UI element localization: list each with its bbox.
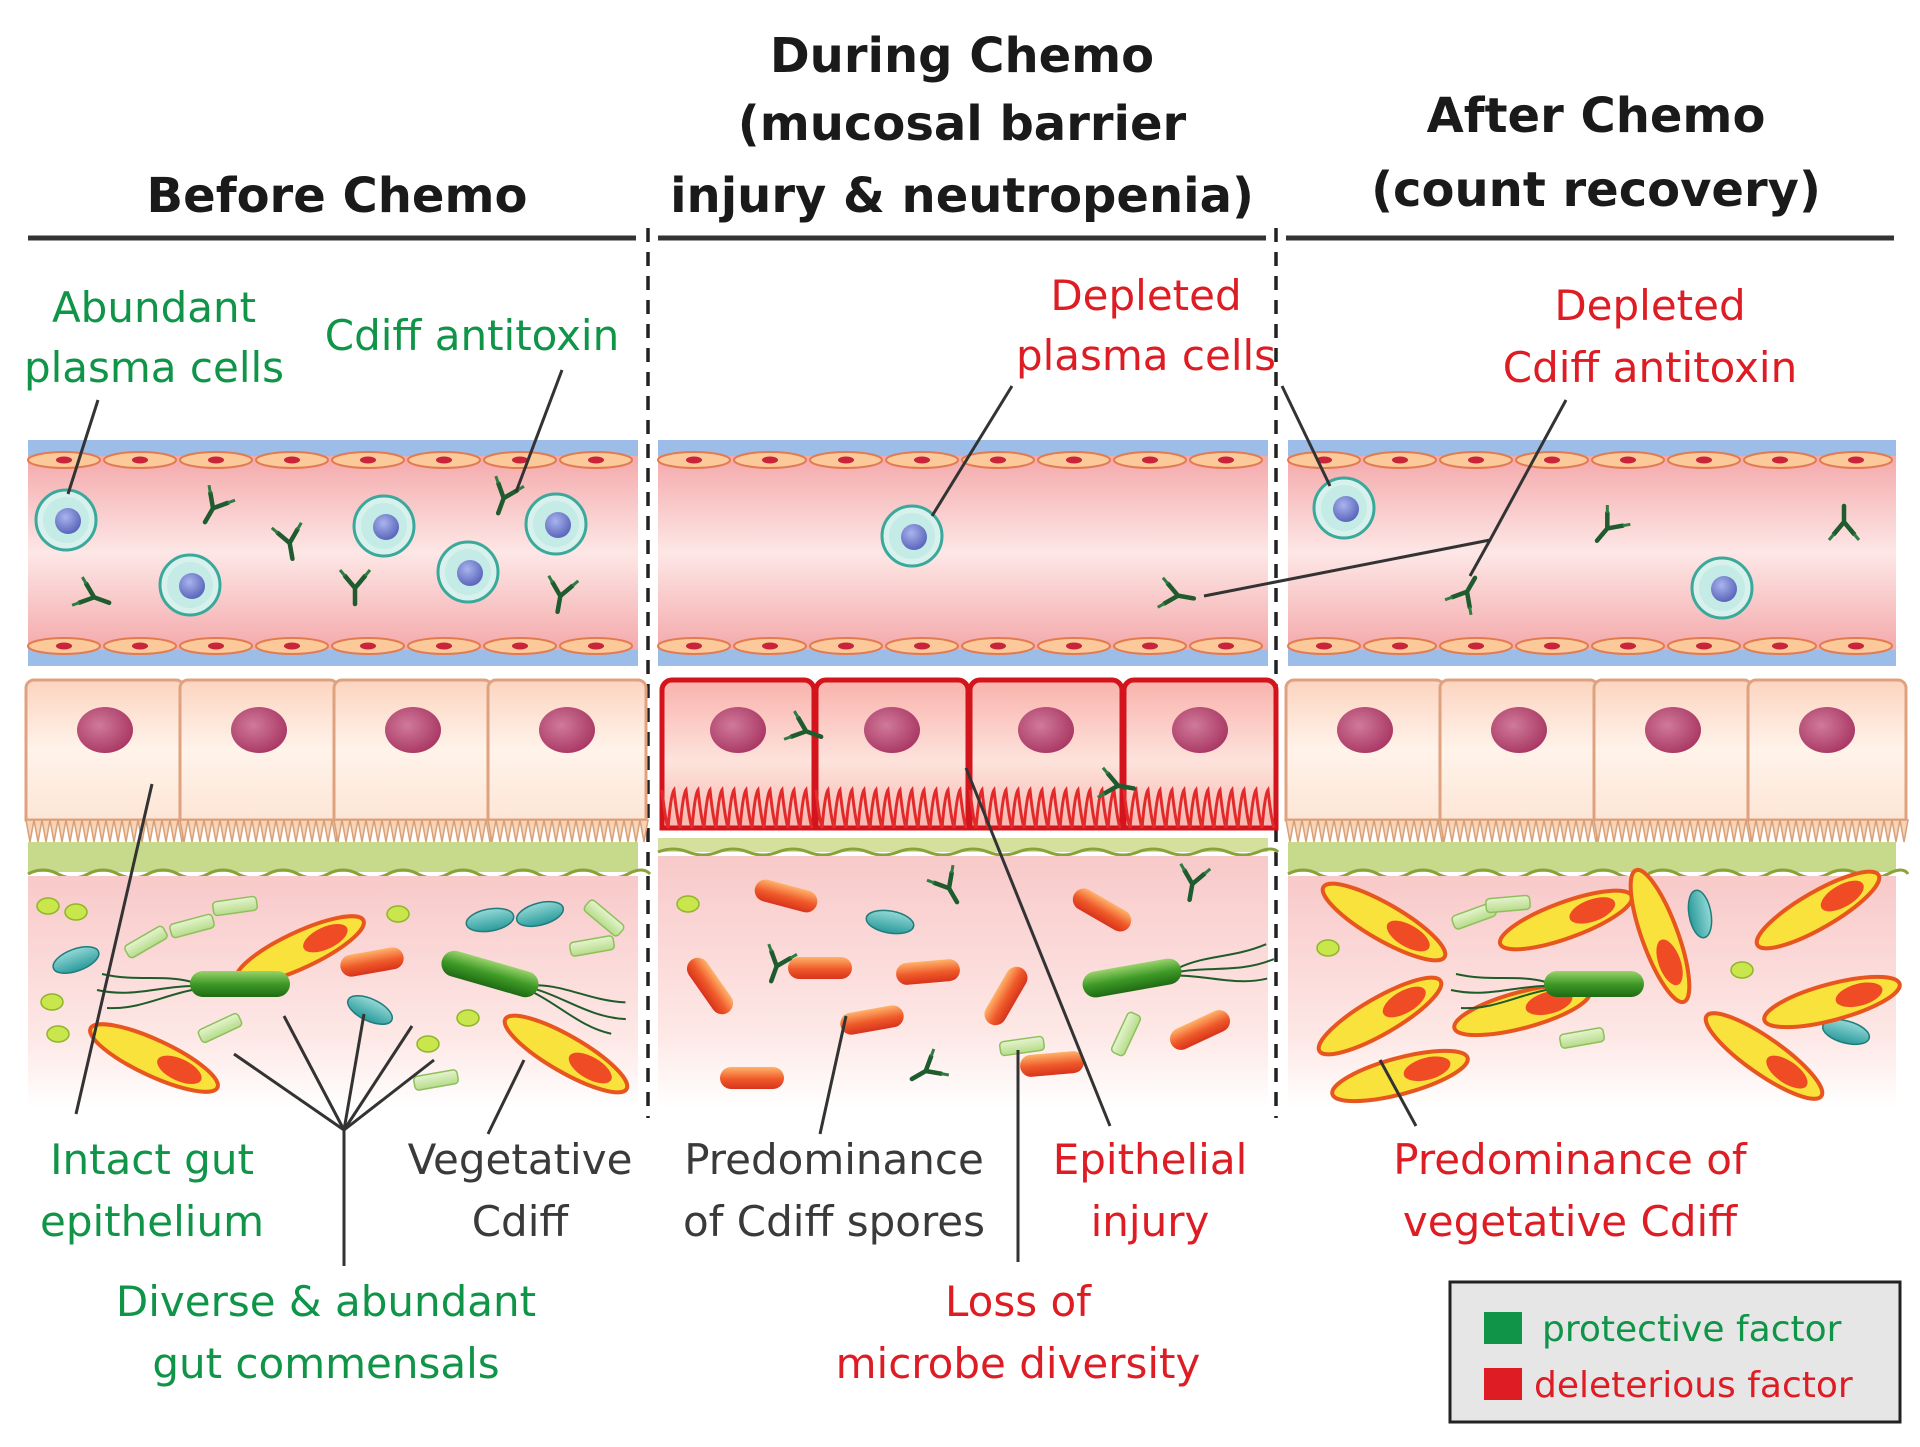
header-after-line2: (count recovery) xyxy=(1371,162,1821,218)
endothelial-nucleus xyxy=(360,642,376,650)
endothelial-nucleus xyxy=(838,642,854,650)
label-abundant-line2: plasma cells xyxy=(24,343,284,392)
endothelial-nucleus xyxy=(1696,642,1712,650)
header-during-line3: injury & neutropenia) xyxy=(670,168,1254,224)
label-spores-line1: Predominance xyxy=(684,1135,984,1184)
endothelial-nucleus xyxy=(1066,642,1082,650)
endothelial-nucleus xyxy=(990,456,1006,464)
endothelial-nucleus xyxy=(56,642,72,650)
endothelial-nucleus xyxy=(1218,642,1234,650)
endothelial-nucleus xyxy=(56,456,72,464)
endothelial-nucleus xyxy=(588,642,604,650)
label-spores-line2: of Cdiff spores xyxy=(683,1197,985,1246)
endothelial-nucleus xyxy=(284,456,300,464)
header-before: Before Chemo xyxy=(147,168,528,224)
endothelial-nucleus xyxy=(914,456,930,464)
endothelial-nucleus xyxy=(686,642,702,650)
legend-box xyxy=(1448,1280,1902,1424)
label-cdiff-antitoxin: Cdiff antitoxin xyxy=(325,311,619,360)
endothelial-nucleus xyxy=(914,642,930,650)
label-diverse-line1: Diverse & abundant xyxy=(116,1277,536,1326)
legend-swatch-deleterious xyxy=(1484,1368,1522,1400)
label-veg-predominance-line2: vegetative Cdiff xyxy=(1403,1197,1738,1246)
endothelial-nucleus xyxy=(208,456,224,464)
endothelial-nucleus xyxy=(132,456,148,464)
epithelium-injured xyxy=(662,680,1276,828)
endothelial-nucleus xyxy=(284,642,300,650)
label-intact-line1: Intact gut xyxy=(50,1135,254,1184)
endothelial-nucleus xyxy=(1468,456,1484,464)
endothelial-nucleus xyxy=(436,642,452,650)
endothelial-nucleus xyxy=(1392,456,1408,464)
endothelial-nucleus xyxy=(1772,456,1788,464)
endothelial-nucleus xyxy=(762,456,778,464)
mucus-layer xyxy=(27,838,1910,880)
labels-red: Depleted plasma cells Depleted Cdiff ant… xyxy=(836,271,1798,1388)
label-depleted-antitoxin-line1: Depleted xyxy=(1554,281,1745,330)
label-injury-line2: injury xyxy=(1091,1197,1210,1246)
callout-lines xyxy=(66,369,1568,1266)
endothelial-nucleus xyxy=(990,642,1006,650)
labels-neutral: Vegetative Cdiff Predominance of Cdiff s… xyxy=(408,1135,985,1246)
header-during-line2: (mucosal barrier xyxy=(738,96,1187,152)
label-injury-line1: Epithelial xyxy=(1053,1135,1248,1184)
epithelium-before xyxy=(24,678,650,844)
label-diverse-line2: gut commensals xyxy=(152,1339,499,1388)
endothelial-nucleus xyxy=(512,456,528,464)
endothelial-nucleus xyxy=(1620,456,1636,464)
endothelial-nucleus xyxy=(1620,642,1636,650)
endothelial-nucleus xyxy=(436,456,452,464)
endothelial-nucleus xyxy=(1316,642,1332,650)
endothelial-nucleus xyxy=(1848,642,1864,650)
legend: protective factor deleterious factor xyxy=(1448,1280,1902,1424)
label-depleted-plasma-line2: plasma cells xyxy=(1016,331,1276,380)
endothelial-nucleus xyxy=(360,456,376,464)
label-loss-line1: Loss of xyxy=(945,1277,1092,1326)
label-intact-line2: epithelium xyxy=(40,1197,264,1246)
endothelial-nucleus xyxy=(208,642,224,650)
endothelial-nucleus xyxy=(1696,456,1712,464)
label-veg-predominance-line1: Predominance of xyxy=(1393,1135,1748,1184)
epithelium-after xyxy=(1284,678,1910,844)
endothelial-cells xyxy=(27,451,1893,655)
endothelial-nucleus xyxy=(1218,456,1234,464)
label-vegetative-line1: Vegetative xyxy=(408,1135,633,1184)
endothelial-nucleus xyxy=(512,642,528,650)
endothelial-nucleus xyxy=(838,456,854,464)
label-vegetative-line2: Cdiff xyxy=(472,1197,570,1246)
endothelial-nucleus xyxy=(762,642,778,650)
label-depleted-plasma-line1: Depleted xyxy=(1050,271,1241,320)
blood-vessel-layer xyxy=(28,440,1896,666)
label-abundant-line1: Abundant xyxy=(52,283,256,332)
label-depleted-antitoxin-line2: Cdiff antitoxin xyxy=(1503,343,1797,392)
header-after-line1: After Chemo xyxy=(1427,88,1766,144)
endothelial-nucleus xyxy=(1772,642,1788,650)
endothelial-nucleus xyxy=(1544,456,1560,464)
endothelial-nucleus xyxy=(1468,642,1484,650)
legend-label-protective: protective factor xyxy=(1542,1309,1842,1350)
endothelial-nucleus xyxy=(686,456,702,464)
labels-green: Abundant plasma cells Cdiff antitoxin In… xyxy=(24,283,619,1388)
endothelial-nucleus xyxy=(1142,642,1158,650)
endothelial-nucleus xyxy=(588,456,604,464)
label-loss-line2: microbe diversity xyxy=(836,1339,1201,1388)
endothelial-nucleus xyxy=(1392,642,1408,650)
endothelial-nucleus xyxy=(1142,456,1158,464)
endothelial-nucleus xyxy=(1066,456,1082,464)
endothelial-nucleus xyxy=(1544,642,1560,650)
endothelial-nucleus xyxy=(132,642,148,650)
legend-swatch-protective xyxy=(1484,1312,1522,1344)
endothelial-nucleus xyxy=(1848,456,1864,464)
legend-label-deleterious: deleterious factor xyxy=(1534,1365,1853,1406)
header-during-line1: During Chemo xyxy=(770,28,1154,84)
